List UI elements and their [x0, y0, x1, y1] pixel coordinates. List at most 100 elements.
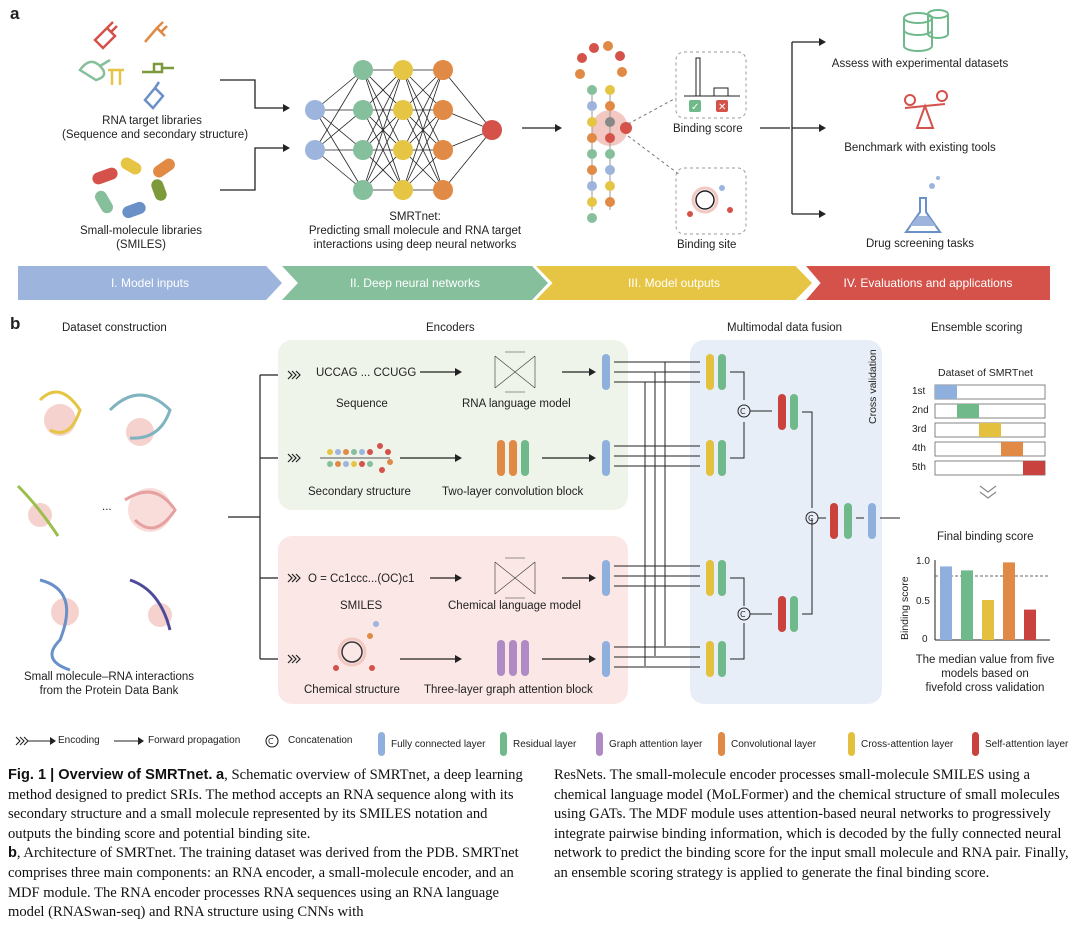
binding-score-bar	[1024, 609, 1036, 640]
legend-label: Residual layer	[513, 738, 577, 750]
stage-label: IV. Evaluations and applications	[843, 276, 1013, 290]
pdb-structures	[16, 390, 177, 672]
binding-score-y-label: Binding score	[899, 576, 911, 640]
smrtnet-title: SMRTnet:	[389, 211, 441, 223]
nn-nodes	[305, 60, 502, 200]
cv-folds	[934, 384, 1046, 476]
sm-libraries-line2: (SMILES)	[116, 239, 166, 251]
legend-forward: Forward propagation	[148, 735, 241, 746]
rna-libraries-label: RNA target libraries (Sequence and secon…	[62, 114, 249, 142]
chem-lm-net	[494, 557, 536, 599]
secondary-structure-graphic	[320, 443, 393, 473]
flask-icon	[904, 176, 942, 233]
rna-library-icons	[78, 21, 174, 110]
legend-swatch	[718, 732, 725, 756]
pdb-caption-line2: from the Protein Data Bank	[39, 685, 179, 697]
binding-score-bar	[940, 566, 952, 640]
legend-item: Fully connected layer	[378, 732, 486, 756]
binding-site-label: Binding site	[677, 239, 737, 251]
caption-left: Fig. 1 | Overview of SMRTnet. a, Schemat…	[8, 766, 526, 923]
y-tick-0: 0	[922, 634, 928, 645]
stage-label: II. Deep neural networks	[349, 276, 481, 290]
svg-text:✕: ✕	[718, 102, 726, 113]
rna-lm-net	[494, 351, 536, 393]
legend-item: Convolutional layer	[718, 732, 816, 756]
svg-text:✓: ✓	[691, 102, 699, 113]
app-assess-label: Assess with experimental datasets	[831, 58, 1009, 70]
svg-text:C: C	[268, 737, 274, 746]
app-benchmark-label: Benchmark with existing tools	[844, 142, 996, 154]
caption-b: b	[8, 845, 17, 862]
legend-encoding: Encoding	[58, 735, 100, 746]
fold-4: 4th	[912, 443, 926, 454]
small-molecule-libraries-label: Small-molecule libraries (SMILES)	[56, 224, 226, 252]
legend-swatch	[596, 732, 603, 756]
legend-label: Graph attention layer	[609, 738, 703, 750]
legend-label: Convolutional layer	[731, 738, 817, 750]
fold-5: 5th	[912, 462, 926, 473]
legend-item: Graph attention layer	[596, 732, 702, 756]
smrtnet-line1: Predicting small molecule and RNA target	[308, 225, 522, 237]
y-tick-1: 1.0	[916, 556, 930, 567]
svg-text:C: C	[740, 407, 746, 416]
chem-lm-label: Chemical language model	[448, 600, 581, 612]
binding-score-label: Binding score	[673, 123, 743, 135]
legend-graphics	[15, 734, 279, 748]
rna-hairpin-graphic	[575, 41, 632, 223]
fusion-blocks	[706, 354, 876, 677]
database-icon	[903, 9, 949, 52]
caption-a-text: , Schematic overview of SMRTnet, a deep …	[8, 767, 523, 842]
y-tick-05: 0.5	[916, 596, 930, 607]
fig-label: Fig. 1 | Overview of SMRTnet.	[8, 767, 213, 783]
fold-1: 1st	[912, 386, 926, 397]
sm-libraries-line1: Small-molecule libraries	[79, 225, 203, 237]
final-binding-score-title: Final binding score	[937, 531, 1034, 543]
binding-score-chart	[934, 560, 1050, 641]
svg-text:C: C	[808, 514, 814, 523]
legend-label: Self-attention layer	[985, 738, 1069, 750]
rna-libraries-line2: (Sequence and secondary structure)	[62, 129, 249, 141]
legend-concat: Concatenation	[288, 735, 353, 746]
app-drug-screening-label: Drug screening tasks	[865, 238, 975, 250]
neural-network-graphic	[314, 69, 493, 191]
caption-b-text: , Architecture of SMRTnet. The training …	[8, 845, 519, 921]
three-layer-gat-label: Three-layer graph attention block	[424, 684, 593, 696]
legend-item: Self-attention layer	[972, 732, 1068, 756]
median-text-line3: fivefold cross validation	[925, 682, 1045, 694]
chemical-structure-graphic	[333, 621, 379, 671]
median-text: The median value from five models based …	[900, 653, 1070, 695]
pdb-caption: Small molecule–RNA interactions from the…	[14, 670, 204, 698]
legend-item: Cross-attention layer	[848, 732, 953, 756]
legend-item: Residual layer	[500, 732, 576, 756]
chem-structure-label: Chemical structure	[304, 684, 400, 696]
encoding-arrows	[287, 370, 301, 664]
caption-right: ResNets. The small-molecule encoder proc…	[554, 767, 1069, 881]
stage-label: III. Model outputs	[627, 276, 721, 290]
smiles-text: O = Cc1ccc...(OC)c1	[308, 573, 415, 585]
encoders-heading: Encoders	[426, 322, 475, 334]
stage-model-inputs: I. Model inputs	[18, 266, 282, 300]
stage-model-outputs: III. Model outputs	[536, 266, 812, 300]
rna-lm-label: RNA language model	[462, 398, 571, 410]
sequence-label: Sequence	[336, 398, 388, 410]
fusion-routing	[614, 361, 700, 668]
ensemble-heading: Ensemble scoring	[931, 322, 1023, 334]
binding-score-bar	[1003, 562, 1015, 640]
fold-2: 2nd	[912, 405, 929, 416]
structures-ellipsis: ...	[102, 501, 112, 513]
smiles-label: SMILES	[340, 600, 383, 612]
fold-3: 3rd	[912, 424, 927, 435]
legend-swatch	[378, 732, 385, 756]
cross-validation-axis-label: Cross validation	[867, 349, 879, 424]
panel-a-label: a	[10, 4, 20, 23]
legend-swatch	[972, 732, 979, 756]
two-layer-conv-label: Two-layer convolution block	[442, 486, 584, 498]
smrtnet-description: SMRTnet: Predicting small molecule and R…	[290, 210, 540, 252]
sequence-text: UCCAG ... CCUGG	[316, 367, 417, 379]
legend-swatch	[848, 732, 855, 756]
legend-label: Fully connected layer	[391, 738, 486, 750]
rna-libraries-line1: RNA target libraries	[102, 115, 202, 127]
stage-evaluations: IV. Evaluations and applications	[806, 266, 1050, 300]
mdf-heading: Multimodal data fusion	[727, 322, 843, 334]
